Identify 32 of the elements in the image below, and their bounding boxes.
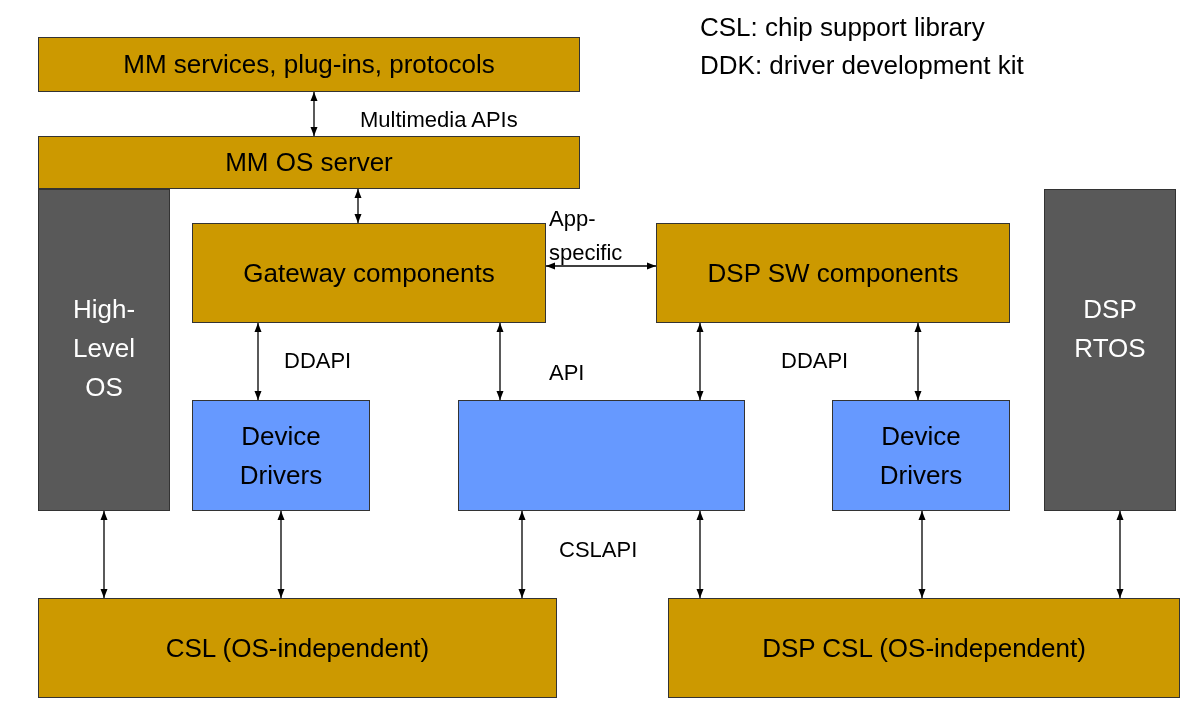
double-arrow xyxy=(1116,510,1124,599)
double-arrow xyxy=(545,262,657,270)
driver-box xyxy=(458,400,745,511)
legend-note: DDK: driver development kit xyxy=(700,49,1024,82)
layer-box: MM OS server xyxy=(38,136,580,189)
edge-label: Multimedia APIs xyxy=(360,106,519,134)
double-arrow xyxy=(696,322,704,401)
layer-box: DSP CSL (OS-independent) xyxy=(668,598,1180,698)
os-column: High-Level OS xyxy=(38,189,170,511)
double-arrow xyxy=(496,322,504,401)
double-arrow xyxy=(310,91,318,137)
layer-box: Gateway components xyxy=(192,223,546,323)
double-arrow xyxy=(277,510,285,599)
edge-label: App-specific xyxy=(549,205,624,267)
os-column: DSP RTOS xyxy=(1044,189,1176,511)
edge-label: API xyxy=(549,359,586,387)
double-arrow xyxy=(518,510,526,599)
double-arrow xyxy=(254,322,262,401)
edge-label: DDAPI xyxy=(781,347,850,375)
double-arrow xyxy=(918,510,926,599)
driver-box: Device Drivers xyxy=(192,400,370,511)
layer-box: DSP SW components xyxy=(656,223,1010,323)
legend-note: CSL: chip support library xyxy=(700,11,986,44)
edge-label: DDAPI xyxy=(284,347,353,375)
edge-label: CSLAPI xyxy=(559,536,639,564)
double-arrow xyxy=(914,322,922,401)
layer-box: MM services, plug-ins, protocols xyxy=(38,37,580,92)
double-arrow xyxy=(696,510,704,599)
layer-box: CSL (OS-independent) xyxy=(38,598,557,698)
double-arrow xyxy=(354,188,362,224)
driver-box: Device Drivers xyxy=(832,400,1010,511)
double-arrow xyxy=(100,510,108,599)
